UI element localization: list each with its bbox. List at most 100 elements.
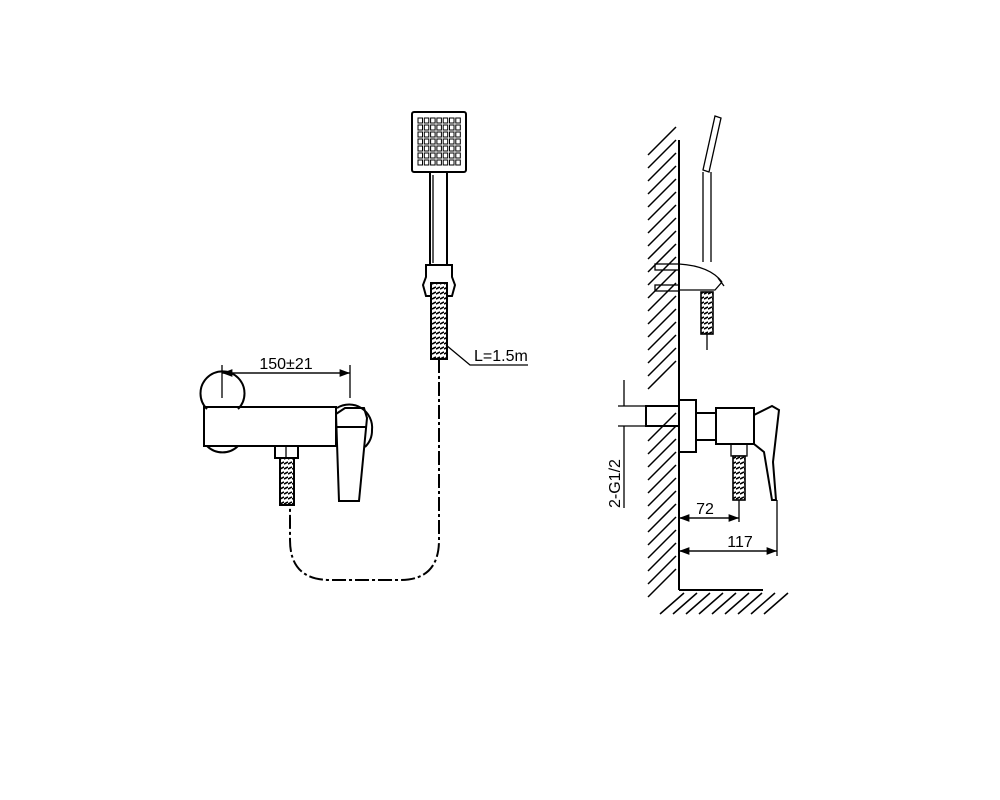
hatch-line: [647, 568, 677, 598]
hatch-line: [647, 269, 677, 299]
hatch-line: [647, 542, 677, 572]
spray-nozzle: [442, 159, 449, 166]
spray-nozzle: [455, 152, 461, 159]
spray-nozzle: [449, 124, 455, 131]
spray-nozzle: [423, 152, 430, 159]
spray-nozzle: [455, 138, 461, 145]
spray-nozzle: [455, 124, 461, 131]
hatch-line: [647, 295, 677, 325]
spray-nozzle: [442, 117, 449, 124]
hand-shower: [411, 111, 467, 360]
hatch-line: [647, 230, 677, 260]
hatch-line: [647, 503, 677, 533]
spray-nozzle: [436, 117, 442, 124]
mixer-side: [645, 399, 781, 501]
hatch-line: [763, 592, 789, 615]
thread-label: 2-G1/2: [607, 459, 624, 508]
spray-nozzle: [430, 138, 436, 145]
spray-nozzle: [423, 138, 430, 145]
spray-nozzle: [430, 145, 436, 152]
hatch-line: [647, 529, 677, 559]
hose-length-callout: L=1.5m: [445, 344, 528, 366]
spray-nozzle: [423, 124, 430, 131]
hatch-line: [647, 360, 677, 390]
hatch-line: [647, 191, 677, 221]
thread-dimension: 2-G1/2: [607, 380, 646, 508]
hatch-line: [711, 592, 737, 615]
front-view: 150±21 L=1.5m: [199, 111, 528, 581]
hatch-line: [737, 592, 763, 615]
hatch-line: [647, 282, 677, 312]
hatch-line: [647, 321, 677, 351]
width-dimension: 150±21: [221, 356, 351, 398]
spray-nozzle: [436, 138, 442, 145]
spray-nozzle: [430, 124, 436, 131]
hatch-line: [647, 425, 677, 455]
spray-nozzle: [442, 131, 449, 138]
hatch-line: [647, 516, 677, 546]
spray-nozzle: [423, 159, 430, 166]
hatch-line: [647, 217, 677, 247]
spray-nozzle: [430, 117, 436, 124]
spray-nozzle: [417, 145, 423, 152]
spray-nozzle: [417, 152, 423, 159]
depth-dimension-72: 72: [679, 500, 740, 522]
hatch-line: [647, 178, 677, 208]
dimension-117-label: 117: [727, 534, 753, 551]
hatch-line: [647, 204, 677, 234]
spray-nozzle: [449, 131, 455, 138]
hatch-line: [647, 347, 677, 377]
spray-nozzle: [442, 152, 449, 159]
spray-nozzle: [449, 159, 455, 166]
spray-nozzle: [449, 145, 455, 152]
hatch-line: [647, 308, 677, 338]
side-view: 2-G1/2 72 117: [607, 115, 789, 615]
hose-length-label: L=1.5m: [474, 348, 528, 365]
mixer-body: [199, 370, 374, 506]
hatch-line: [647, 139, 677, 169]
depth-dimension-117: 117: [679, 500, 778, 556]
spray-nozzle: [430, 159, 436, 166]
spray-nozzle: [455, 145, 461, 152]
hatch-line: [672, 592, 698, 615]
spray-nozzle: [449, 152, 455, 159]
spray-nozzle: [417, 124, 423, 131]
wall: [647, 126, 789, 615]
hatch-line: [647, 152, 677, 182]
hatch-line: [647, 451, 677, 481]
hatch-line: [647, 165, 677, 195]
hatch-line: [647, 126, 677, 156]
spray-nozzle: [455, 117, 461, 124]
wall-bracket-shower: [654, 115, 725, 350]
hatch-line: [647, 477, 677, 507]
spray-nozzle: [455, 159, 461, 166]
hatch-line: [750, 592, 776, 615]
hatch-line: [647, 243, 677, 273]
hatch-line: [724, 592, 750, 615]
spray-nozzle: [417, 117, 423, 124]
spray-nozzle: [423, 131, 430, 138]
spray-nozzle: [455, 131, 461, 138]
spray-nozzle: [417, 159, 423, 166]
hatch-line: [647, 256, 677, 286]
hatch-line: [647, 438, 677, 468]
spray-nozzle: [449, 117, 455, 124]
dimension-72-label: 72: [696, 501, 714, 518]
hatch-line: [647, 334, 677, 364]
spray-nozzle: [436, 124, 442, 131]
spray-nozzle: [442, 138, 449, 145]
spray-nozzle: [442, 124, 449, 131]
spray-nozzle: [436, 152, 442, 159]
spray-nozzle: [436, 131, 442, 138]
spray-nozzle: [436, 159, 442, 166]
hatch-line: [659, 592, 685, 615]
spray-nozzle: [430, 131, 436, 138]
hatch-line: [698, 592, 724, 615]
hatch-line: [647, 490, 677, 520]
shower-hose: [289, 359, 440, 581]
spray-nozzle: [417, 131, 423, 138]
width-dimension-label: 150±21: [259, 356, 312, 373]
spray-nozzle: [442, 145, 449, 152]
spray-nozzle: [449, 138, 455, 145]
